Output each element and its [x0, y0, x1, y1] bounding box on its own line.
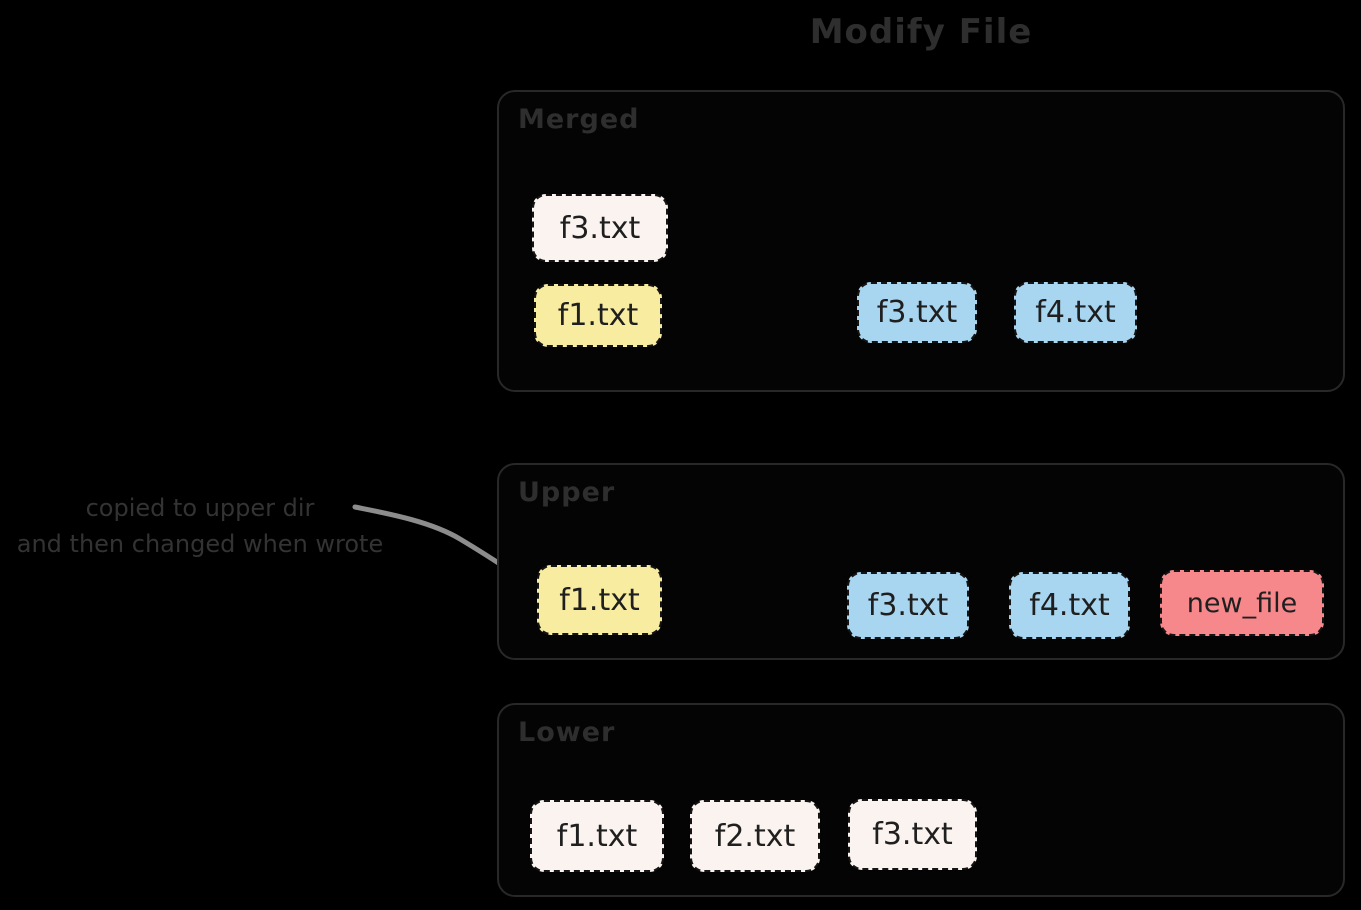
diagram-title: Modify File [809, 12, 1033, 52]
layer-merged-label: Merged [518, 104, 640, 135]
file-chip-f4.txt: f4.txt [1009, 572, 1130, 639]
file-chip-f3.txt: f3.txt [847, 572, 969, 639]
annotation-line-2: and then changed when wrote [16, 530, 384, 558]
layer-lower: Lower f1.txt f2.txt f3.txt [497, 703, 1345, 897]
file-chip-f3.txt: f3.txt [848, 799, 977, 870]
annotation-line-1: copied to upper dir [85, 494, 315, 522]
file-chip-f3.txt: f3.txt [532, 194, 668, 262]
layer-merged: Merged f3.txt f1.txt f3.txt f4.txt [497, 90, 1345, 392]
layer-upper: Upper f1.txt f3.txt f4.txt new_file [497, 463, 1345, 660]
file-chip-f3.txt: f3.txt [857, 282, 977, 343]
copy-up-annotation: copied to upper dir and then changed whe… [17, 490, 383, 562]
layer-upper-label: Upper [518, 477, 616, 508]
file-chip-f1.txt: f1.txt [537, 565, 662, 635]
file-chip-f2.txt: f2.txt [690, 800, 820, 872]
layer-lower-label: Lower [518, 717, 616, 748]
file-chip-f1.txt: f1.txt [534, 284, 662, 347]
file-chip-f4.txt: f4.txt [1014, 282, 1137, 343]
file-chip-new_file: new_file [1160, 570, 1324, 636]
file-chip-f1.txt: f1.txt [530, 800, 664, 872]
